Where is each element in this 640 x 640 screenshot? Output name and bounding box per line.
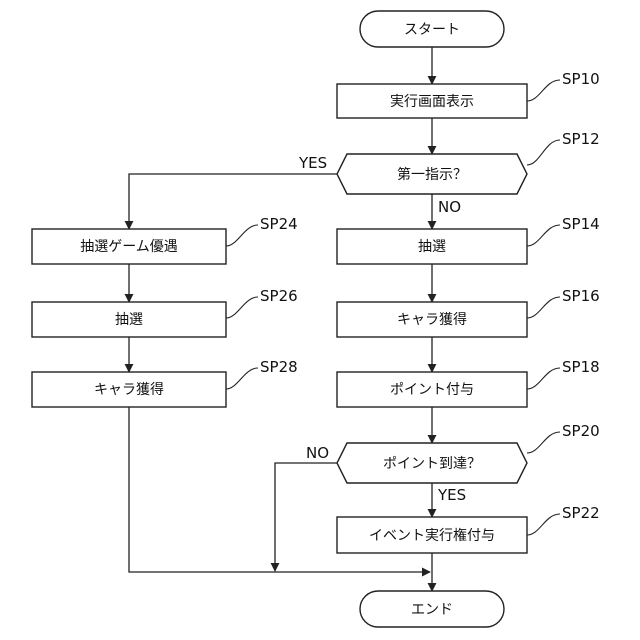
process-sp18: ポイント付与 xyxy=(337,372,527,407)
start-terminal: スタート xyxy=(360,11,504,47)
sp22-leader xyxy=(527,514,560,535)
end-text: エンド xyxy=(411,602,453,618)
process-sp26: 抽選 xyxy=(32,302,226,337)
sp26-ref: SP26 xyxy=(260,287,298,305)
decision-sp12: 第一指示？ xyxy=(337,154,527,194)
process-sp14: 抽選 xyxy=(337,229,527,264)
sp20-yes-label: YES xyxy=(437,486,466,504)
process-sp28: キャラ獲得 xyxy=(32,372,226,407)
sp18-text: ポイント付与 xyxy=(390,382,474,398)
sp16-ref: SP16 xyxy=(562,287,600,305)
sp18-leader xyxy=(527,368,560,389)
sp20-no-label: NO xyxy=(306,444,329,462)
sp12-yes-label: YES xyxy=(298,154,327,172)
sp18-ref: SP18 xyxy=(562,358,600,376)
start-text: スタート xyxy=(404,22,460,38)
decision-sp20: ポイント到達？ xyxy=(337,443,527,483)
edge-sp12-sp24 xyxy=(129,174,337,229)
sp10-text: 実行画面表示 xyxy=(390,94,474,110)
sp28-leader xyxy=(226,368,258,389)
sp22-ref: SP22 xyxy=(562,504,600,522)
sp28-ref: SP28 xyxy=(260,358,298,376)
sp16-text: キャラ獲得 xyxy=(397,311,467,328)
sp14-ref: SP14 xyxy=(562,215,600,233)
process-sp10: 実行画面表示 xyxy=(337,84,527,118)
sp22-text: イベント実行権付与 xyxy=(369,527,495,544)
sp12-ref: SP12 xyxy=(562,130,600,148)
sp20-text: ポイント到達？ xyxy=(383,456,481,472)
sp16-leader xyxy=(527,297,560,318)
sp14-leader xyxy=(527,225,560,246)
sp12-leader xyxy=(527,140,560,165)
sp10-ref: SP10 xyxy=(562,70,600,88)
sp24-text: 抽選ゲーム優遇 xyxy=(80,239,178,255)
sp24-leader xyxy=(226,225,258,246)
end-terminal: エンド xyxy=(360,591,504,627)
sp24-ref: SP24 xyxy=(260,215,298,233)
sp10-leader xyxy=(527,80,560,101)
process-sp22: イベント実行権付与 xyxy=(337,517,527,553)
process-sp24: 抽選ゲーム優遇 xyxy=(32,229,226,264)
sp20-ref: SP20 xyxy=(562,422,600,440)
edge-sp20-no xyxy=(275,463,337,571)
sp14-text: 抽選 xyxy=(418,239,446,255)
sp26-leader xyxy=(226,297,258,318)
sp20-leader xyxy=(527,432,560,453)
process-sp16: キャラ獲得 xyxy=(337,302,527,337)
sp12-text: 第一指示？ xyxy=(397,166,467,183)
sp26-text: 抽選 xyxy=(115,312,143,328)
sp12-no-label: NO xyxy=(438,198,461,216)
sp28-text: キャラ獲得 xyxy=(94,381,164,398)
